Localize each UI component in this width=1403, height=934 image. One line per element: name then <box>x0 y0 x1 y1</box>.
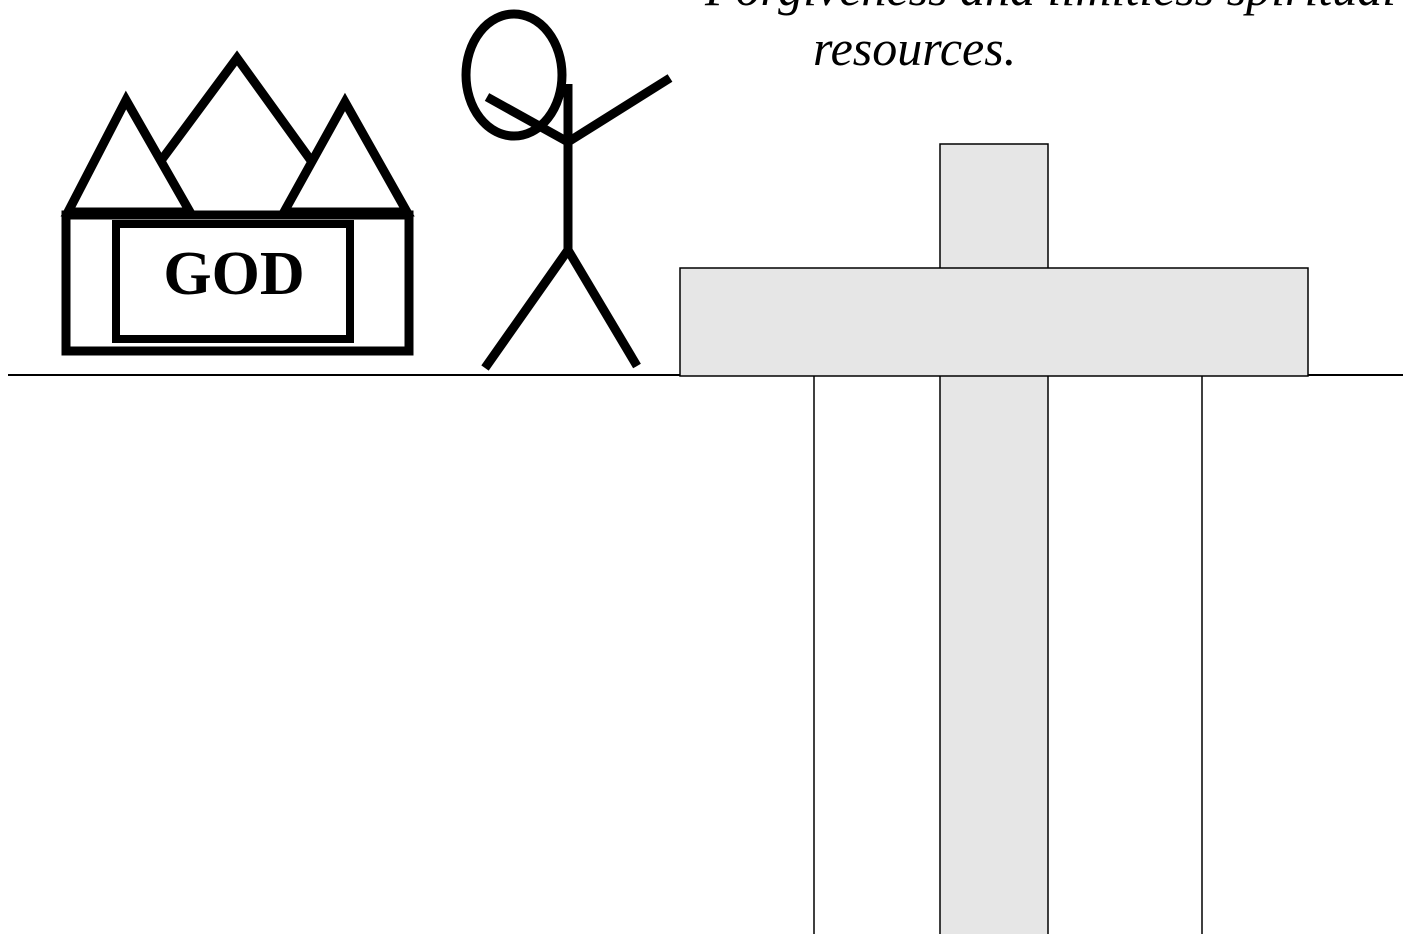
figure-right-arm <box>568 78 670 142</box>
figure-right-leg <box>568 250 637 366</box>
cross-icon <box>680 144 1308 934</box>
crown-right-peak <box>284 102 407 212</box>
figure-left-leg <box>485 250 568 368</box>
crown-center-peak <box>160 58 312 162</box>
caption: Forgiveness and limitless spiritual reso… <box>705 0 1403 78</box>
caption-line-2: resources. <box>705 18 1403 78</box>
cross-horizontal-beam <box>680 268 1308 376</box>
god-label: GOD <box>118 234 350 314</box>
crown-left-peak <box>68 100 190 212</box>
stick-figure-icon <box>466 14 670 368</box>
figure-head <box>466 14 562 136</box>
cross-vertical-beam <box>940 144 1048 934</box>
caption-line-1: Forgiveness and limitless spiritual <box>705 0 1403 18</box>
